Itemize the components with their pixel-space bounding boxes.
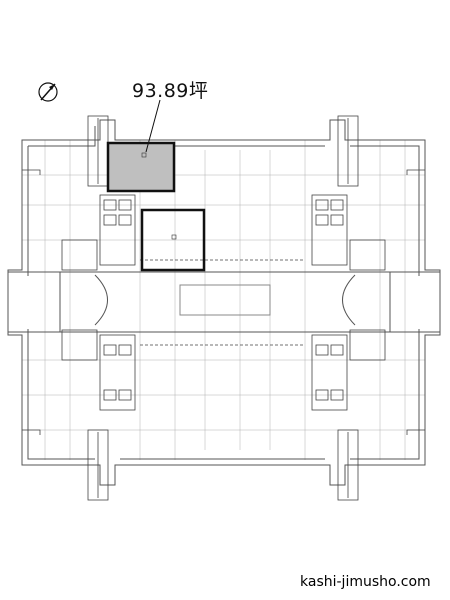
unit-area-label: 93.89坪	[132, 80, 209, 102]
building-outline	[7, 119, 441, 486]
label-leader-line	[145, 99, 161, 153]
core-rooms	[22, 115, 425, 501]
leasable-unit-highlight[interactable]	[106, 141, 176, 193]
column-grid	[22, 140, 425, 460]
north-arrow-icon	[36, 80, 60, 108]
site-watermark: kashi-jimusho.com	[300, 574, 431, 590]
leasable-unit-annex[interactable]	[140, 208, 206, 272]
